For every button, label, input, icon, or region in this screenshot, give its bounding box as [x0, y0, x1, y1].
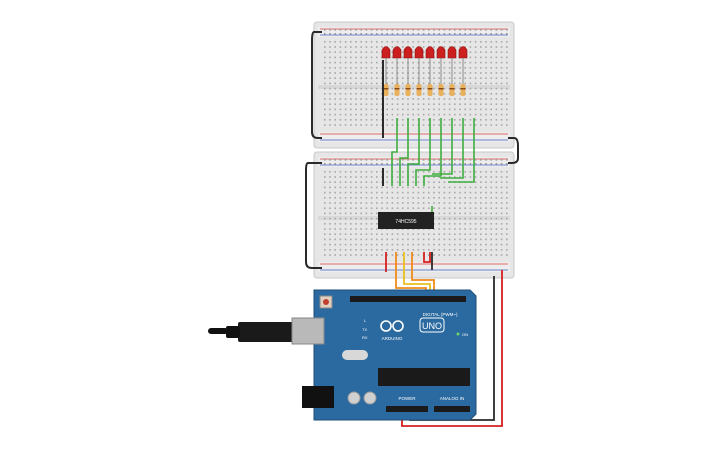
shift-register-chip[interactable]: 74HC595 [378, 212, 434, 229]
resistor-band [405, 88, 411, 90]
resistor[interactable] [394, 84, 400, 96]
resistor-band [427, 88, 433, 90]
crystal-oscillator [342, 350, 368, 360]
arduino-logo [380, 320, 404, 332]
led[interactable] [458, 46, 468, 59]
resistor[interactable] [416, 84, 422, 96]
resistor-band [460, 88, 466, 90]
brand-label: ARDUINO [382, 336, 403, 341]
green-wires [391, 118, 475, 226]
led[interactable] [414, 46, 424, 59]
resistor-band [449, 88, 455, 90]
capacitor [347, 391, 361, 405]
power-rail-top [318, 27, 510, 37]
resistor-band [394, 88, 400, 90]
wire-red-loop [423, 252, 431, 263]
analog-header[interactable] [434, 406, 470, 412]
led-array [381, 46, 468, 84]
usb-cable [208, 322, 296, 342]
power-rail-bottom [318, 132, 510, 142]
resistor[interactable] [449, 84, 455, 96]
arduino-uno-board[interactable]: DIGITAL (PWM~) ARDUINO UNO TX RX L ON PO… [208, 289, 477, 421]
capacitor [363, 391, 377, 405]
wire-orange-clock [411, 252, 435, 296]
breadboard-top[interactable] [313, 21, 515, 149]
resistor[interactable] [405, 84, 411, 96]
resistor-band [383, 88, 389, 90]
led[interactable] [436, 46, 446, 59]
digital-header-label: DIGITAL (PWM~) [423, 312, 458, 317]
resistor[interactable] [460, 84, 466, 96]
power-rail-bottom [318, 262, 510, 272]
power-rail-top [318, 157, 510, 167]
l-label: L [364, 318, 367, 323]
model-label: UNO [422, 321, 442, 331]
resistor[interactable] [383, 84, 389, 96]
on-label: ON [462, 332, 468, 337]
resistor[interactable] [438, 84, 444, 96]
ground-wires [305, 31, 519, 269]
led[interactable] [381, 46, 391, 59]
usb-port [291, 317, 325, 345]
led[interactable] [447, 46, 457, 59]
microcontroller-chip [378, 368, 470, 386]
led[interactable] [392, 46, 402, 59]
resistor-band [438, 88, 444, 90]
led[interactable] [403, 46, 413, 59]
breadboard-holes [324, 159, 508, 256]
digital-header[interactable] [350, 296, 466, 302]
rx-label: RX [362, 335, 368, 340]
resistor-array [383, 84, 466, 96]
tx-label: TX [362, 327, 367, 332]
chip-label: 74HC595 [395, 219, 416, 225]
power-header[interactable] [386, 406, 428, 412]
led[interactable] [425, 46, 435, 59]
resistor-band [416, 88, 422, 90]
power-header-label: POWER [398, 396, 416, 401]
analog-header-label: ANALOG IN [440, 396, 465, 401]
resistor[interactable] [427, 84, 433, 96]
power-jack [302, 386, 334, 408]
